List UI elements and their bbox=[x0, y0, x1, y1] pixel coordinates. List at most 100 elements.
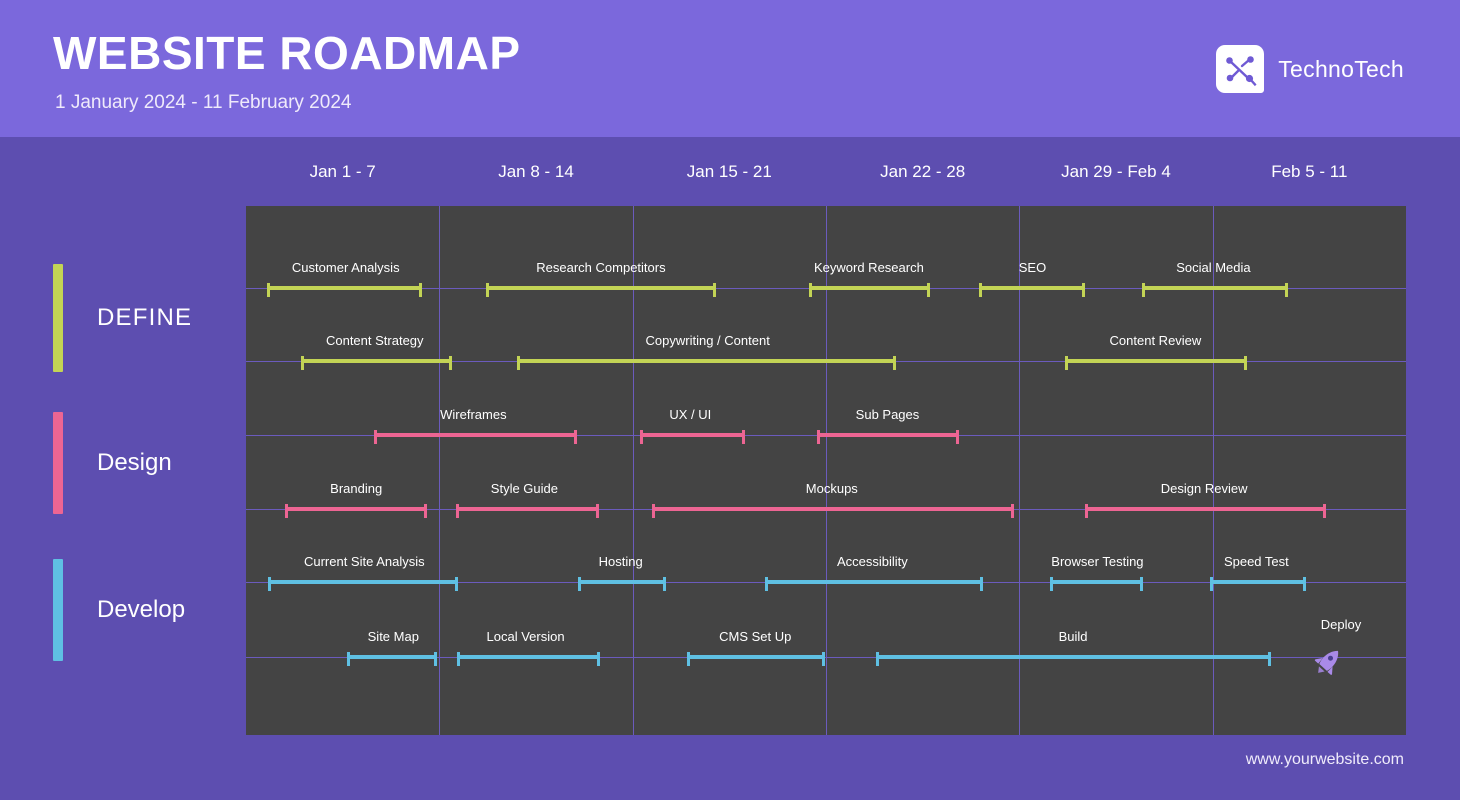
task-bar-start-cap bbox=[346, 652, 350, 666]
category-color-bar bbox=[53, 412, 63, 514]
task-bar-start-cap bbox=[652, 504, 655, 518]
task-bar-fill bbox=[979, 286, 1085, 290]
task-bar-end-cap bbox=[1284, 283, 1288, 297]
task-bar-start-cap bbox=[457, 652, 461, 666]
task-bar-start-cap bbox=[300, 356, 304, 370]
task-bar-start-cap bbox=[1084, 504, 1088, 518]
task-bar-start-cap bbox=[373, 430, 377, 444]
task-label: Design Review bbox=[1160, 481, 1248, 496]
task-bar-start-cap bbox=[486, 283, 490, 297]
task-bar-fill bbox=[300, 359, 453, 363]
category-color-bar bbox=[53, 559, 63, 661]
task-label: Speed Test bbox=[1223, 554, 1289, 569]
task-bar-end-cap bbox=[1139, 577, 1143, 591]
task-bar-fill bbox=[1209, 580, 1307, 584]
week-header-2: Jan 8 - 14 bbox=[498, 162, 574, 181]
task-bar-start-cap bbox=[764, 577, 768, 591]
task-label: Local Version bbox=[486, 629, 565, 644]
task-bar-fill bbox=[268, 580, 459, 584]
task-bar-fill bbox=[816, 433, 960, 437]
gantt-chart: Customer Analysis Research Competitors Key… bbox=[246, 206, 1406, 735]
task-label: Browser Testing bbox=[1051, 554, 1144, 569]
task-bar-fill bbox=[875, 655, 1272, 659]
brand-logo: TechnoTech bbox=[1216, 45, 1404, 93]
grid-column-line bbox=[1019, 206, 1020, 735]
circuit-node-icon bbox=[1216, 45, 1265, 93]
task-label: Content Strategy bbox=[325, 333, 424, 348]
page-title: WEBSITE ROADMAP bbox=[53, 27, 521, 79]
grid-column-line bbox=[439, 206, 440, 735]
task-bar-end-cap bbox=[1244, 356, 1248, 370]
task-bar-end-cap bbox=[741, 430, 745, 444]
category-label: DEFINE bbox=[97, 304, 193, 331]
task-bar-end-cap bbox=[573, 430, 577, 444]
task-bar-end-cap bbox=[1268, 652, 1272, 666]
page-header: WEBSITE ROADMAP 1 January 2024 - 11 Febr… bbox=[0, 0, 1460, 137]
task-label: Style Guide bbox=[490, 481, 558, 496]
task-bar-end-cap bbox=[927, 283, 931, 297]
grid-column-line bbox=[633, 206, 634, 735]
task-bar-fill bbox=[808, 286, 931, 290]
grid-row-line bbox=[246, 657, 1406, 658]
task-label: Mockups bbox=[805, 481, 858, 496]
task-bar-fill bbox=[1049, 580, 1143, 584]
task-label: Accessibility bbox=[836, 554, 908, 569]
task-label: SEO bbox=[1018, 260, 1047, 275]
task-bar-start-cap bbox=[1049, 577, 1053, 591]
grid-column-line bbox=[1213, 206, 1214, 735]
task-bar-end-cap bbox=[1081, 283, 1085, 297]
task-bar-start-cap bbox=[517, 356, 521, 370]
task-bar-start-cap bbox=[686, 652, 690, 666]
category-label: Design bbox=[97, 449, 172, 476]
task-label: Hosting bbox=[598, 554, 643, 569]
task-label: Keyword Research bbox=[813, 260, 924, 275]
task-bar-fill bbox=[1141, 286, 1288, 290]
category-design: Design bbox=[53, 412, 172, 514]
task-label: Research Competitors bbox=[536, 260, 666, 275]
task-bar-start-cap bbox=[285, 504, 289, 518]
task-bar-fill bbox=[486, 286, 716, 290]
task-bar-end-cap bbox=[712, 283, 716, 297]
task-label: Content Review bbox=[1109, 333, 1202, 348]
task-bar-end-cap bbox=[979, 577, 983, 591]
task-label: Customer Analysis bbox=[291, 260, 400, 275]
task-label: Build bbox=[1058, 629, 1088, 644]
task-bar-fill bbox=[266, 286, 423, 290]
brand-name: TechnoTech bbox=[1278, 55, 1404, 82]
task-bar-start-cap bbox=[979, 283, 983, 297]
task-bar-end-cap bbox=[1322, 504, 1326, 518]
category-define: DEFINE bbox=[53, 264, 192, 372]
week-header-6: Feb 5 - 11 bbox=[1271, 162, 1348, 181]
task-bar-end-cap bbox=[455, 577, 459, 591]
task-bar-end-cap bbox=[1010, 504, 1014, 518]
task-bar-fill bbox=[517, 359, 896, 363]
rocket-icon bbox=[1311, 645, 1345, 679]
task-bar-start-cap bbox=[268, 577, 272, 591]
task-bar-fill bbox=[285, 507, 427, 511]
task-bar-fill bbox=[686, 655, 825, 659]
task-bar-end-cap bbox=[434, 652, 438, 666]
week-header-5: Jan 29 - Feb 4 bbox=[1061, 162, 1171, 181]
task-bar-end-cap bbox=[449, 356, 453, 370]
task-bar-end-cap bbox=[595, 504, 599, 518]
task-bar-fill bbox=[1064, 359, 1248, 363]
task-bar-start-cap bbox=[577, 577, 581, 591]
task-bar-end-cap bbox=[892, 356, 896, 370]
week-header-3: Jan 15 - 21 bbox=[686, 162, 772, 181]
task-label: Wireframes bbox=[440, 407, 507, 422]
week-header-4: Jan 22 - 28 bbox=[880, 162, 966, 181]
task-bar-fill bbox=[577, 580, 666, 584]
task-label-deploy: Deploy bbox=[1320, 617, 1362, 632]
task-bar-start-cap bbox=[266, 283, 270, 297]
task-bar-start-cap bbox=[640, 430, 644, 444]
task-bar-end-cap bbox=[821, 652, 825, 666]
task-bar-start-cap bbox=[808, 283, 812, 297]
task-label: Sub Pages bbox=[855, 407, 920, 422]
task-bar-fill bbox=[652, 507, 1014, 511]
category-color-bar bbox=[53, 264, 63, 372]
task-bar-start-cap bbox=[455, 504, 459, 518]
task-label: Branding bbox=[330, 481, 383, 496]
task-bar-fill bbox=[455, 507, 599, 511]
task-bar-fill bbox=[346, 655, 438, 659]
